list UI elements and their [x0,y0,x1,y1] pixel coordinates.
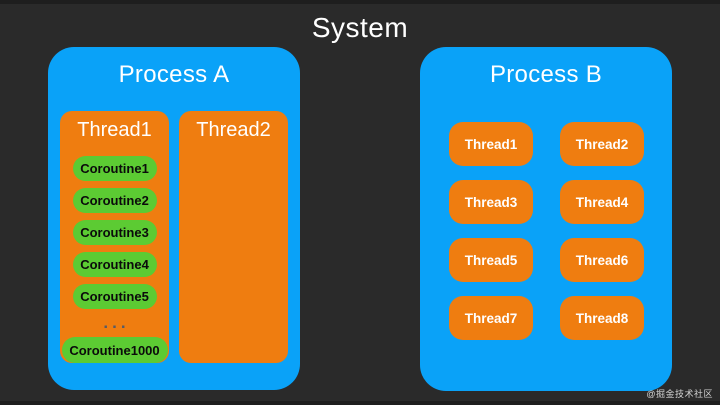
coroutine-pill: Coroutine1 [72,156,157,181]
thread-cell: Thread8 [560,296,644,340]
process-a-box: Process A Thread1 Coroutine1 Coroutine2 … [48,47,300,390]
process-a-label: Process A [118,61,230,88]
coroutine-pill: Coroutine5 [72,284,157,309]
coroutine-pill: Coroutine1000 [61,337,168,363]
thread1-label: Thread1 [77,119,152,141]
thread-cell: Thread4 [560,180,644,224]
coroutine-pill: Coroutine4 [72,252,157,277]
bottom-edge-divider [0,401,720,405]
thread-cell: Thread5 [449,238,533,282]
thread-cell: Thread2 [560,122,644,166]
process-a-thread1-box: Thread1 Coroutine1 Coroutine2 Coroutine3… [60,111,169,363]
coroutine-stack: Coroutine1 Coroutine2 Coroutine3 Corouti… [60,156,169,363]
top-edge-divider [0,0,720,4]
thread-cell: Thread1 [449,122,533,166]
watermark: @掘金技术社区 [646,389,713,399]
process-b-thread-grid: Thread1 Thread2 Thread3 Thread4 Thread5 … [449,122,644,340]
thread-cell: Thread3 [449,180,533,224]
system-title: System [311,12,409,43]
coroutine-pill: Coroutine3 [72,220,157,245]
thread2-label: Thread2 [196,119,271,141]
coroutine-pill: Coroutine2 [72,188,157,213]
ellipsis-dots: ... [103,313,130,332]
thread-cell: Thread7 [449,296,533,340]
process-b-box: Process B Thread1 Thread2 Thread3 Thread… [420,47,672,391]
process-b-label: Process B [489,61,603,88]
process-a-thread2-box: Thread2 [179,111,288,363]
thread-cell: Thread6 [560,238,644,282]
